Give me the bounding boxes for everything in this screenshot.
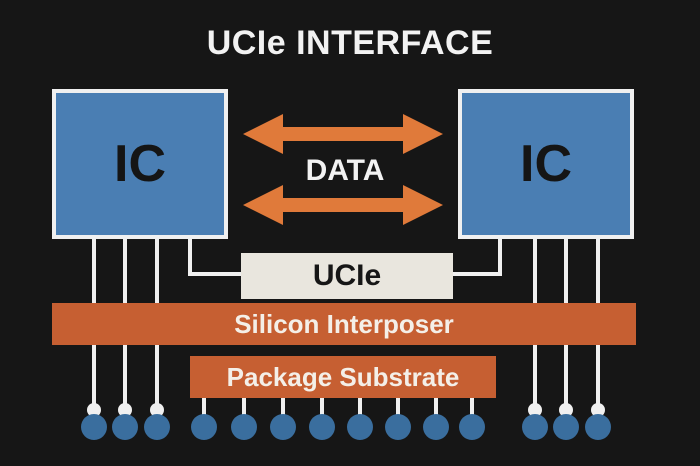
left-ic-chip: IC [52,89,228,239]
right-bump-pad [591,403,605,417]
left-bump-pad [150,403,164,417]
right-bump-pad [528,403,542,417]
solder-ball-icon [270,414,296,440]
right-bump-pad [559,403,573,417]
top-double-arrow-icon [243,114,443,154]
data-transfer-label: DATA [305,154,385,187]
solder-ball-icon [459,414,485,440]
ucie-bridge-label: UCIe [312,259,382,292]
solder-ball-icon [347,414,373,440]
ucie-bridge: UCIe [241,253,453,299]
left-bump-pad [118,403,132,417]
diagram-title: UCIe INTERFACE [206,24,494,62]
solder-ball-icon [112,414,138,440]
solder-ball-icon [81,414,107,440]
solder-ball-icon [144,414,170,440]
package-substrate: Package Substrate [190,356,496,398]
solder-ball-icon [423,414,449,440]
silicon-interposer: Silicon Interposer [52,303,636,345]
right-ic-chip: IC [458,89,634,239]
left-ic-label: IC [114,135,166,193]
solder-ball-icon [585,414,611,440]
left-bump-pad [87,403,101,417]
solder-ball-icon [553,414,579,440]
right-ucie-trace [451,237,502,276]
solder-ball-icon [309,414,335,440]
interposer-label: Silicon Interposer [234,308,454,339]
solder-ball-icon [191,414,217,440]
solder-ball-icon [231,414,257,440]
right-ic-label: IC [520,135,572,193]
substrate-label: Package Substrate [226,361,460,392]
solder-ball-icon [522,414,548,440]
solder-ball-icon [385,414,411,440]
bottom-double-arrow-icon [243,185,443,225]
left-ucie-trace [188,237,243,276]
